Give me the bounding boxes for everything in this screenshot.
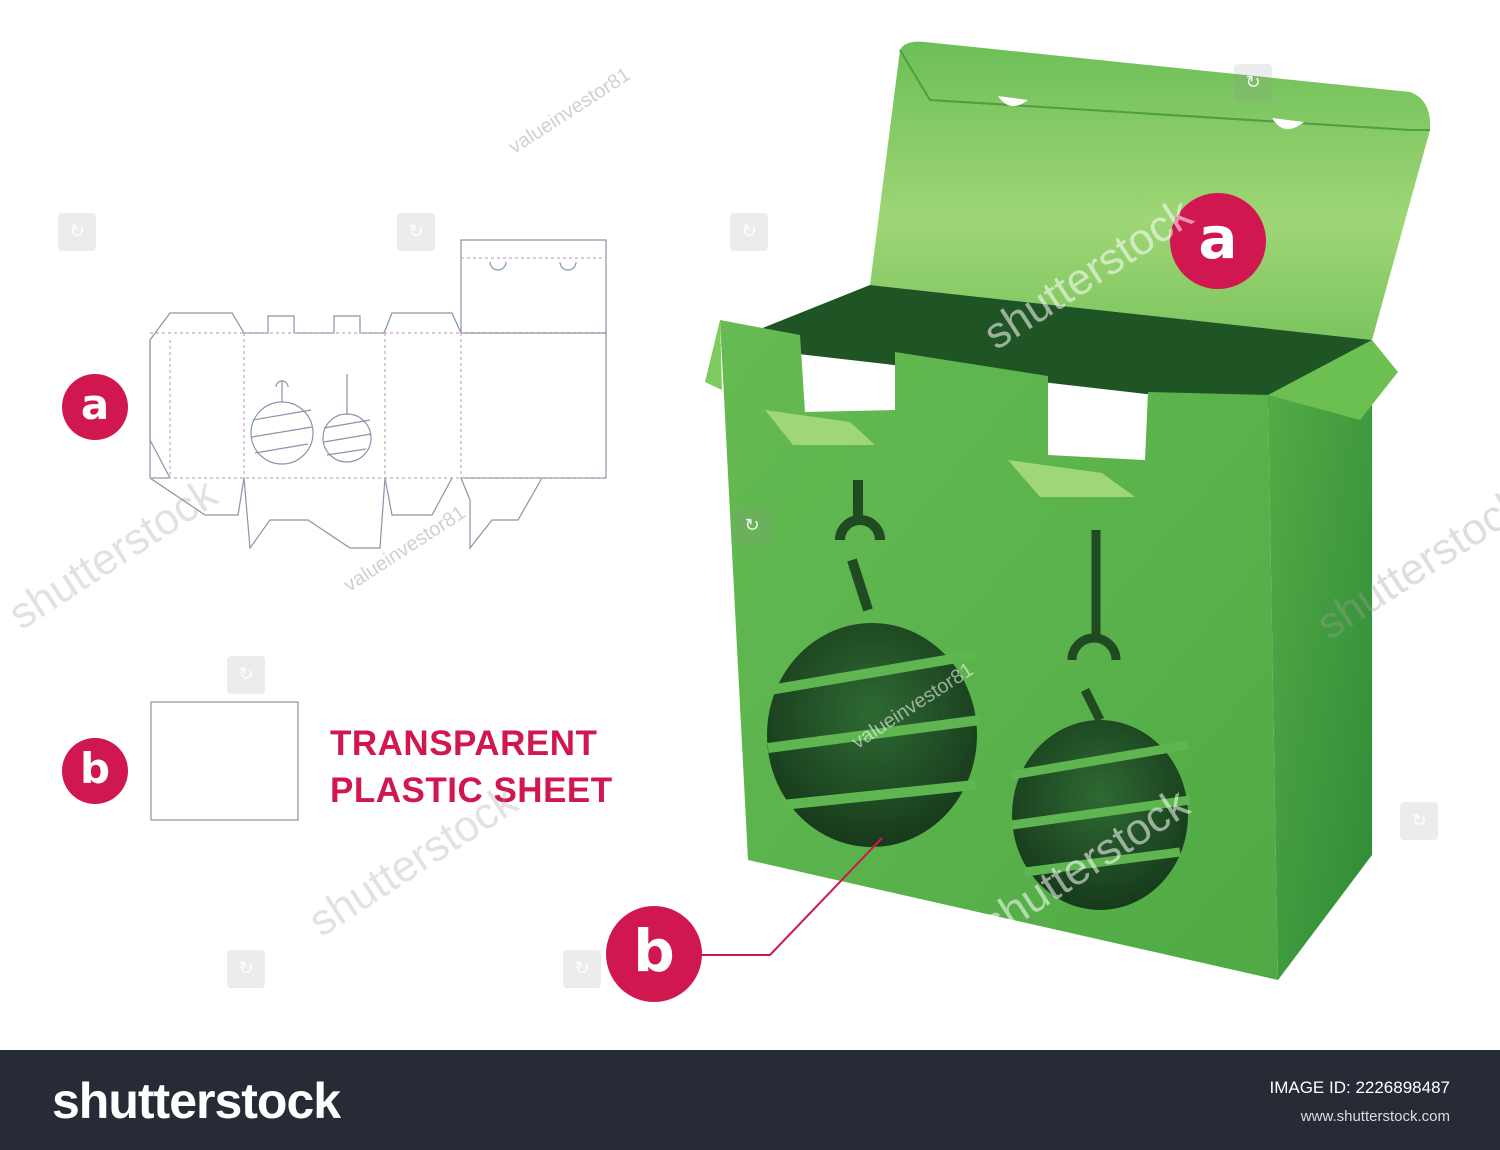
watermark-icon: ↻: [397, 213, 435, 251]
site-url: www.shutterstock.com: [1300, 1108, 1450, 1125]
box-dieline: [149, 239, 607, 550]
watermark-icon: ↻: [733, 507, 771, 545]
footer-bar: shutterstock IMAGE ID: 2226898487 www.sh…: [0, 1050, 1500, 1150]
badge-a-box: a: [1170, 193, 1266, 289]
watermark-icon: ↻: [58, 213, 96, 251]
plastic-sheet-outline: [150, 701, 299, 821]
badge-a-dieline: a: [62, 374, 128, 440]
box-3d: [700, 41, 1431, 980]
image-id: IMAGE ID: 2226898487: [1269, 1078, 1450, 1097]
badge-b-box: b: [606, 906, 702, 1002]
watermark-icon: ↻: [227, 656, 265, 694]
watermark-icon: ↻: [1234, 64, 1272, 102]
watermark-icon: ↻: [1400, 802, 1438, 840]
watermark-icon: ↻: [227, 950, 265, 988]
sheet-label-line2: PLASTIC SHEET: [330, 771, 613, 810]
illustration: a b a b TRANSPARENT PLASTIC SHEET valuei…: [0, 41, 1500, 1002]
watermark-icon: ↻: [730, 213, 768, 251]
sheet-label-line1: TRANSPARENT: [330, 724, 598, 763]
watermark-icon: ↻: [563, 950, 601, 988]
badge-b-sheet: b: [62, 738, 128, 804]
footer-brand-logo: shutterstock: [52, 1073, 341, 1129]
